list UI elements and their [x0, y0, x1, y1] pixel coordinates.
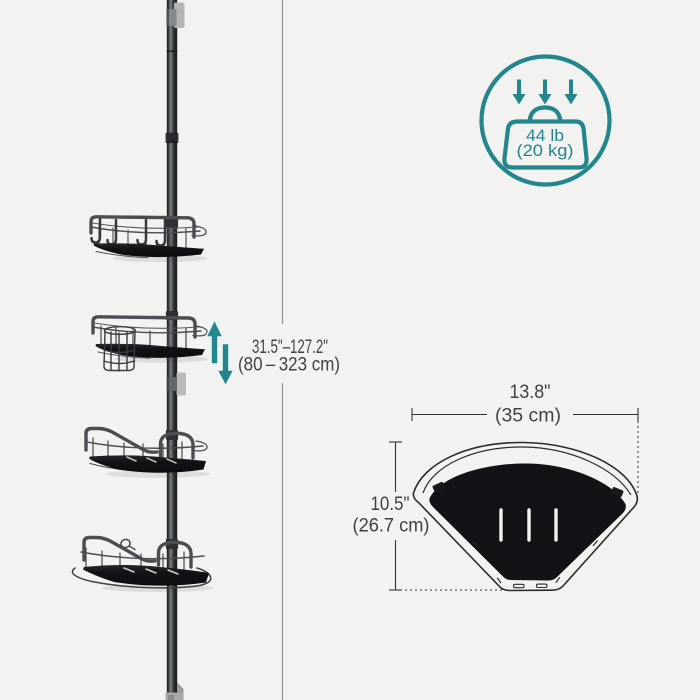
- svg-text:44 lb: 44 lb: [526, 126, 564, 145]
- svg-text:(80 – 323 cm): (80 – 323 cm): [238, 355, 340, 376]
- svg-text:10.5": 10.5": [371, 494, 410, 515]
- svg-text:31.5"–127.2": 31.5"–127.2": [252, 337, 328, 358]
- svg-text:(26.7 cm): (26.7 cm): [353, 516, 430, 537]
- svg-text:13.8": 13.8": [510, 382, 551, 403]
- svg-text:(20 kg): (20 kg): [517, 141, 574, 160]
- svg-text:(35 cm): (35 cm): [495, 406, 561, 427]
